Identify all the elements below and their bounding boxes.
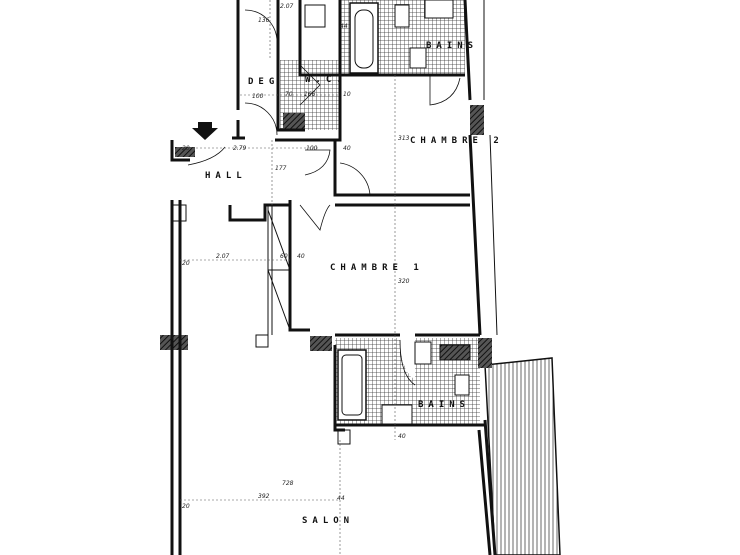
- dim-label: 100: [306, 145, 318, 152]
- room-label-deg: DEG: [248, 77, 279, 87]
- dim-label: 20: [182, 145, 190, 152]
- room-label-chambre-1: CHAMBRE 1: [330, 263, 424, 273]
- sink-top: [424, 0, 454, 19]
- pillar: [470, 105, 484, 135]
- bathtub-top: [349, 2, 379, 74]
- dim-label: 2.07: [216, 253, 230, 260]
- dim-label: 40: [297, 253, 305, 260]
- dim-label: 40: [398, 433, 406, 440]
- dim-label: 313: [398, 135, 410, 142]
- pillar: [175, 147, 195, 157]
- dim-label: 2.79: [233, 145, 247, 152]
- terrace: [484, 357, 561, 555]
- walls: [170, 0, 498, 555]
- room-label-bains-top: BAINS: [426, 41, 478, 51]
- dim-label: 10: [343, 91, 351, 98]
- dim-label: 728: [282, 480, 294, 487]
- dim-label: 136: [258, 17, 270, 24]
- dim-label: 44: [340, 23, 348, 30]
- dim-label: 40: [343, 145, 351, 152]
- dim-label: 60: [280, 253, 288, 260]
- pillar: [283, 113, 305, 129]
- dim-label: 70: [285, 91, 293, 98]
- dim-label: 2.07: [280, 3, 294, 10]
- dim-label: 177: [275, 165, 287, 172]
- bathtub-bottom: [337, 349, 367, 421]
- entrance-arrow-icon: [192, 122, 218, 140]
- room-label-hall: HALL: [205, 171, 247, 181]
- room-label-bains-bottom: BAINS: [418, 400, 470, 410]
- room-label-chambre-2: CHAMBRE 2: [410, 136, 504, 146]
- dim-label: 392: [258, 493, 270, 500]
- room-label-wc: W.C.: [305, 75, 347, 85]
- cabinet-bottom: [439, 344, 471, 361]
- dim-label: 100: [252, 93, 264, 100]
- dim-label: 320: [398, 278, 410, 285]
- dim-label: 20: [182, 503, 190, 510]
- room-label-salon: SALON: [302, 516, 354, 526]
- pillar: [160, 335, 188, 350]
- dim-label: 20: [182, 260, 190, 267]
- pillar: [478, 338, 492, 368]
- pillar: [310, 336, 332, 351]
- dim-label: 166: [304, 91, 316, 98]
- dimension-labels: 136 2.07 100 70 166 10 2.79 100 40 20 17…: [182, 3, 410, 510]
- dimension-lines: [180, 0, 396, 555]
- wc-top: [394, 4, 410, 28]
- dim-label: 44: [337, 495, 345, 502]
- wc-bottom: [454, 374, 470, 396]
- wc-toilet: [304, 4, 326, 28]
- sink-bottom: [381, 404, 413, 426]
- bidet-bottom: [414, 341, 432, 365]
- bidet-top: [409, 47, 427, 69]
- doors: [187, 9, 461, 386]
